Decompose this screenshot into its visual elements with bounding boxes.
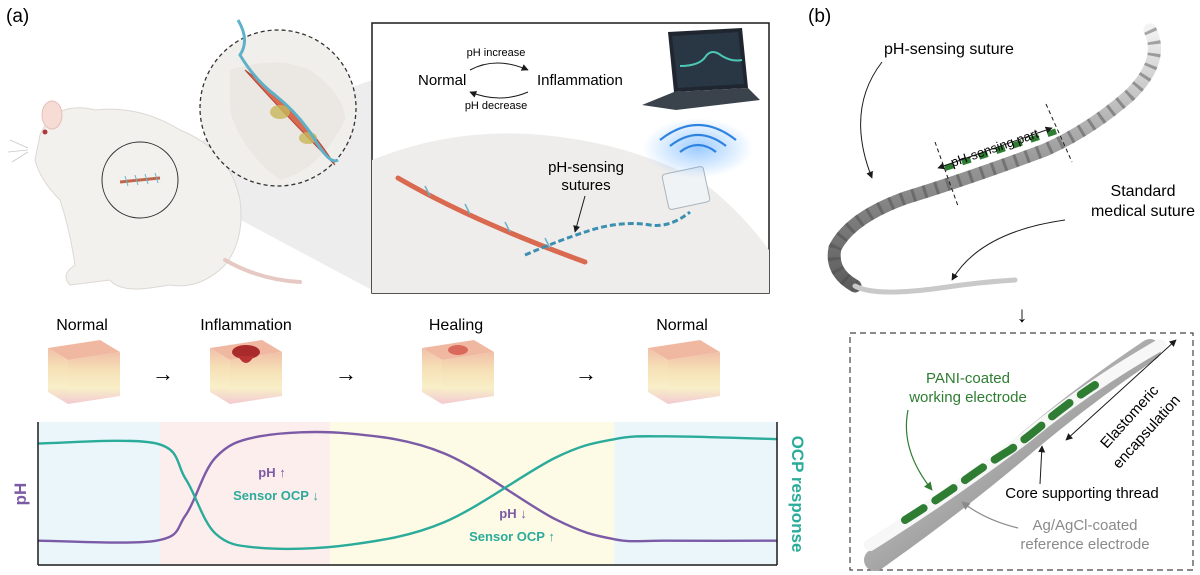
laptop-icon xyxy=(642,28,760,110)
sutures-label-line2: sutures xyxy=(561,177,610,194)
pani-arrow xyxy=(905,409,933,491)
tissue-block-normal-final xyxy=(648,340,720,404)
stage-arrow-1: → xyxy=(152,361,174,386)
stage-arrow-2: → xyxy=(335,361,357,386)
chart-ylabel-left: pH xyxy=(11,483,30,506)
standard-suture-label-line2: medical suture xyxy=(1091,203,1195,220)
state-inflammation-label: Inflammation xyxy=(537,72,623,89)
sutures-pointer-arrow xyxy=(573,195,586,233)
chart-phase-bands xyxy=(38,422,777,565)
chart-phase-band-3 xyxy=(614,422,777,565)
suture-illustration xyxy=(827,23,1161,295)
elastomeric-arrow xyxy=(1065,339,1177,441)
down-arrow: ↓ xyxy=(1017,302,1028,327)
chart-annotation-ph-up: pH ↑ xyxy=(258,465,285,480)
state-normal-label: Normal xyxy=(418,72,466,89)
chart-line-ocp xyxy=(37,435,778,551)
sutures-label-line1: pH-sensing xyxy=(548,159,624,176)
tissue-block-healing xyxy=(422,340,494,404)
tissue-block-normal xyxy=(48,340,120,404)
ph-sensing-part-dash-left xyxy=(934,141,959,207)
pani-label-line1: PANI-coated xyxy=(926,370,1010,387)
core-thread-arrow xyxy=(1038,445,1046,485)
ph-decrease-arrow xyxy=(469,91,529,99)
reference-label-line2: reference electrode xyxy=(1020,536,1149,553)
ph-ocp-chart: pH OCP response pH ↑ Sensor OCP ↓ pH ↓ S… xyxy=(11,422,807,566)
chart-ylabel-right: OCP response xyxy=(788,436,807,553)
standard-suture-arrow xyxy=(951,219,1066,281)
stage-row: Normal Inflammation Healing Normal → xyxy=(48,317,720,404)
standard-suture-label-line1: Standard xyxy=(1111,183,1176,200)
chart-annotation-ocp-up: Sensor OCP ↑ xyxy=(469,529,555,544)
stage-label-healing: Healing xyxy=(429,317,483,334)
chart-series-lines xyxy=(37,430,778,551)
ph-increase-label: pH increase xyxy=(467,47,526,59)
reference-label-line1: Ag/AgCl-coated xyxy=(1032,517,1137,534)
panel-label-b: (b) xyxy=(808,6,831,27)
stage-label-normal-final: Normal xyxy=(656,317,708,334)
ph-sensing-part-arrow xyxy=(937,126,1053,170)
stage-label-normal: Normal xyxy=(56,317,108,334)
ph-sensing-suture-arrow xyxy=(860,61,883,179)
inset-scene xyxy=(372,118,769,293)
stage-label-inflammation: Inflammation xyxy=(200,317,292,334)
panel-label-a: (a) xyxy=(6,6,29,27)
chart-phase-band-1 xyxy=(159,422,330,565)
ph-sensing-suture-label: pH-sensing suture xyxy=(884,41,1014,58)
chart-annotation-ocp-down: Sensor OCP ↓ xyxy=(233,488,319,503)
stage-arrow-3: → xyxy=(575,361,597,386)
wound-zoom-circle xyxy=(199,19,357,187)
ph-sensing-part-dash-right xyxy=(1045,103,1073,163)
chart-annotation-ph-down: pH ↓ xyxy=(499,506,526,521)
ph-decrease-label: pH decrease xyxy=(465,100,527,112)
chart-line-ph xyxy=(37,430,778,544)
tissue-block-inflammation xyxy=(210,340,282,404)
core-thread-label: Core supporting thread xyxy=(1005,485,1158,502)
ph-increase-arrow xyxy=(469,62,529,71)
reference-arrow xyxy=(961,501,1019,529)
detail-box xyxy=(849,332,1194,571)
pani-label-line2: working electrode xyxy=(908,389,1027,406)
